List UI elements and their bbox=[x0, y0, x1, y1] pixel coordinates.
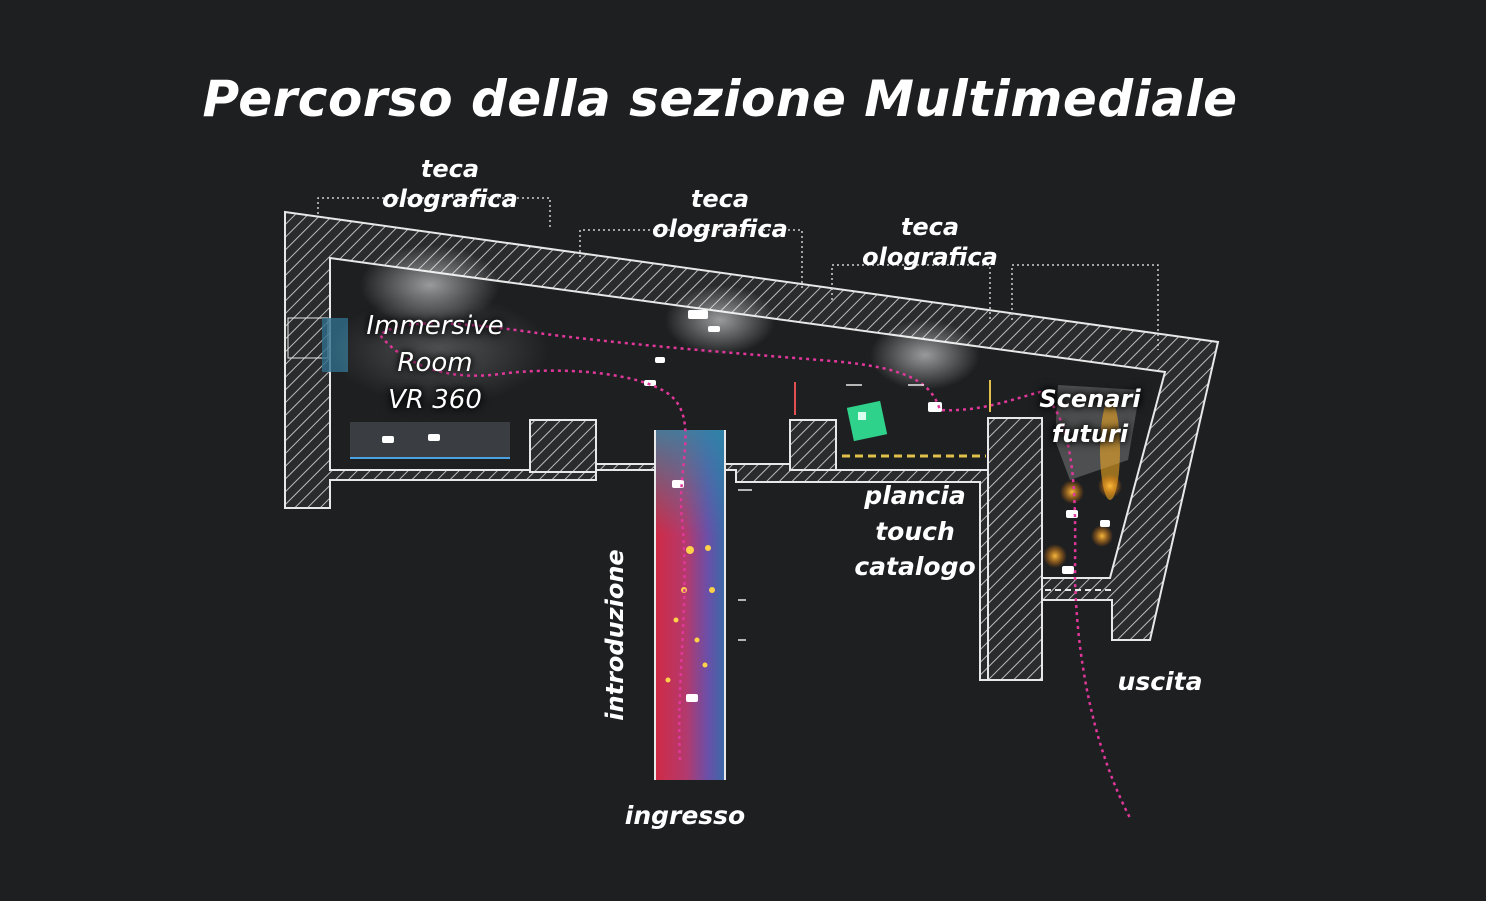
touch-catalog-panel bbox=[846, 400, 888, 442]
label-uscita: uscita bbox=[1117, 667, 1203, 696]
partition-block bbox=[789, 419, 837, 471]
display-case-outlines bbox=[317, 197, 1159, 350]
partition-block bbox=[987, 417, 1043, 681]
partition-block bbox=[529, 419, 597, 473]
page-title: Percorso della sezione Multimediale bbox=[202, 70, 1238, 128]
label-ingresso: ingresso bbox=[624, 801, 746, 830]
label-introduzione: introduzione bbox=[601, 549, 629, 721]
